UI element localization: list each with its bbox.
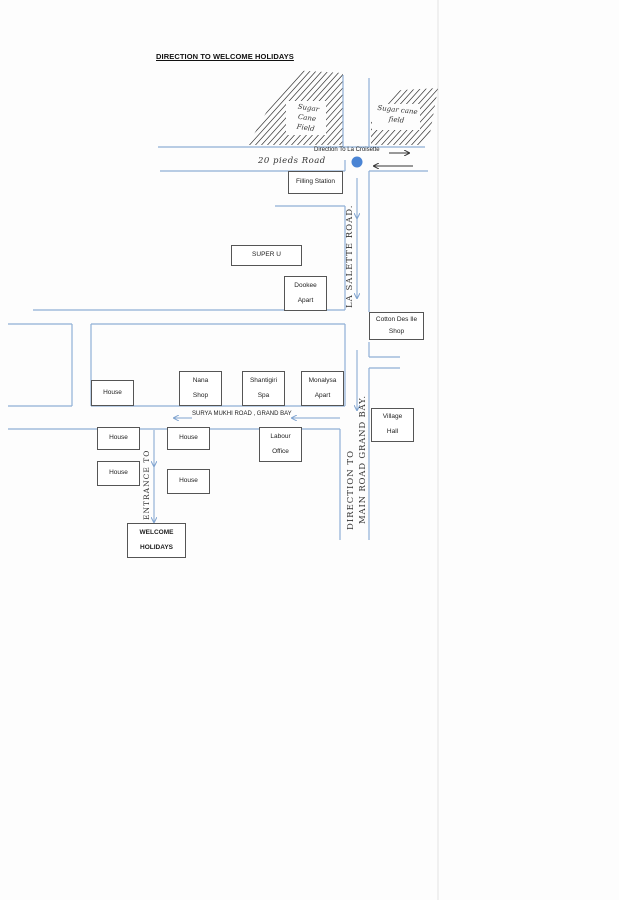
filling-station-label: Filling Station — [295, 178, 336, 186]
location-marker — [351, 156, 363, 168]
label-la-salette-road: LA SALETTE ROAD. — [345, 204, 355, 308]
monalysa-label: Monalysa — [308, 376, 337, 384]
dookee-label: Dookee — [294, 281, 317, 289]
village-hall-label: Hall — [386, 428, 399, 435]
labour-label: Labour — [270, 432, 291, 440]
house-2-label: House — [179, 434, 198, 442]
house-3-label: House — [109, 469, 128, 477]
direction-arrows — [154, 178, 357, 522]
house-4-label: House — [179, 477, 198, 485]
label-direction-to-main-road-2: MAIN ROAD GRAND BAY. — [358, 395, 368, 524]
nana-label: Nana — [192, 376, 209, 384]
building-house-4: House — [167, 469, 210, 494]
building-super-u: SUPER U — [231, 245, 302, 266]
label-direction-to-main-road-1: DIRECTION TO — [346, 449, 356, 530]
field-label-bg-left — [286, 101, 326, 135]
label-20-pieds-road: 20 pieds Road — [258, 156, 326, 166]
welcome-label: WELCOME — [139, 528, 174, 536]
building-village-hall: Village Hall — [371, 408, 414, 442]
cotton-label: Cotton Des Ile — [375, 315, 418, 323]
cotton-shop-label: Shop — [388, 327, 405, 335]
nana-shop-label: Shop — [192, 391, 209, 399]
building-filling-station: Filling Station — [288, 171, 343, 194]
building-cotton-des-ile-shop: Cotton Des Ile Shop — [369, 312, 424, 340]
village-label: Village — [382, 413, 403, 421]
label-entrance-to: ENTRANCE TO — [142, 449, 151, 520]
building-house-2: House — [167, 427, 210, 450]
building-house-1: House — [97, 427, 140, 450]
field-label-bg-right — [372, 104, 420, 130]
shantigiri-label: Shantigiri — [249, 376, 278, 384]
building-dookee-apart: Dookee Apart — [284, 276, 327, 311]
black-arrows — [374, 153, 413, 166]
shantigiri-spa-label: Spa — [257, 391, 270, 399]
building-nana-shop: Nana Shop — [179, 371, 222, 406]
house-1-label: House — [109, 434, 128, 442]
house-left-label: House — [103, 388, 122, 396]
monalysa-apart-label: Apart — [314, 391, 331, 399]
holidays-label: HOLIDAYS — [140, 543, 173, 551]
super-u-label: SUPER U — [252, 251, 281, 259]
field-label-left: Sugar Cane Field — [296, 102, 320, 134]
building-monalysa-apart: Monalysa Apart — [301, 371, 344, 406]
label-surya-mukhi-road: SURYA MUKHI ROAD , GRAND BAY — [192, 411, 292, 417]
dookee-apart-label: Apart — [297, 296, 314, 304]
building-shantigiri-spa: Shantigiri Spa — [242, 371, 285, 406]
label-direction-la-croisette: Direction To La Croisette — [314, 147, 380, 153]
building-welcome-holidays: WELCOME HOLIDAYS — [127, 523, 186, 558]
map-title: DIRECTION TO WELCOME HOLIDAYS — [156, 52, 294, 61]
labour-office-label: Office — [272, 447, 289, 455]
building-house-3: House — [97, 461, 140, 486]
building-labour-office: Labour Office — [259, 427, 302, 462]
building-house-left: House — [91, 380, 134, 406]
